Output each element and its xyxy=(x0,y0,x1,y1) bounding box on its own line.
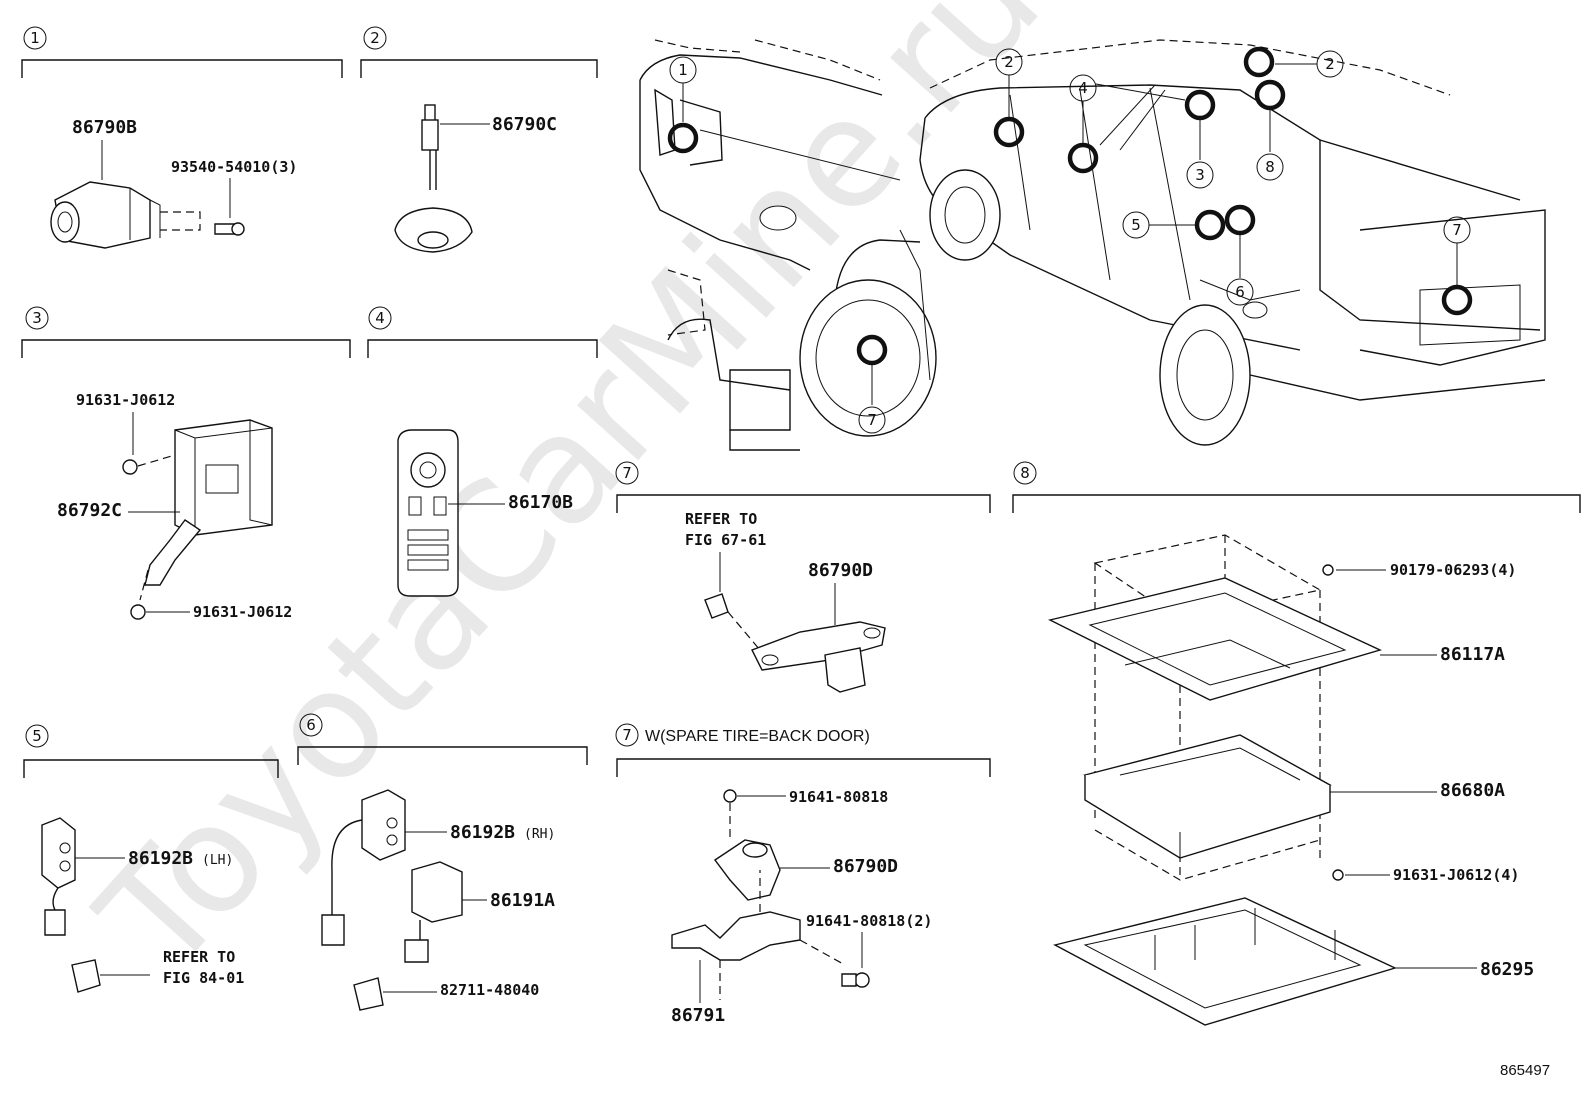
label-86790B: 86790B xyxy=(72,117,137,138)
section-1-number: 1 xyxy=(30,29,40,47)
label-91641-80818: 91641-80818 xyxy=(789,788,888,806)
label-86192B-LH: 86192B xyxy=(128,848,193,869)
label-86790D-bottom: 86790D xyxy=(833,856,898,877)
label-91631-J0612-4: 91631-J0612(4) xyxy=(1393,866,1519,884)
section-7: 7 REFER TO FIG 67-61 86790D xyxy=(615,461,991,693)
section-5: 5 86192B (LH) REFER TO FIG 84-01 xyxy=(23,724,279,993)
section-8-number: 8 xyxy=(1020,464,1030,482)
vehicle-callouts: 1 2 2 4 3 8 5 6 7 xyxy=(667,46,1473,434)
label-91631-J0612-top: 91631-J0612 xyxy=(76,391,175,409)
label-86191A: 86191A xyxy=(490,890,555,911)
section-7b-title: W(SPARE TIRE=BACK DOOR) xyxy=(645,728,870,745)
section-4: 4 86170B xyxy=(367,306,598,597)
section-2-number: 2 xyxy=(370,29,380,47)
callout-2-right: 2 xyxy=(1325,55,1335,73)
label-RH: (RH) xyxy=(524,827,555,842)
label-93540-54010: 93540-54010(3) xyxy=(171,158,297,176)
vehicle-rear-sketch xyxy=(919,39,1546,446)
vehicle-front-sketch xyxy=(639,39,937,451)
section-3-number: 3 xyxy=(32,309,42,327)
section-7b-number: 7 xyxy=(622,726,632,744)
section-6: 6 86192B (RH) 86191A 82711-48040 xyxy=(297,713,588,1011)
section-1: 1 86790B 93540-54010(3) xyxy=(21,26,343,249)
section-7-number: 7 xyxy=(622,464,632,482)
label-82711-48040: 82711-48040 xyxy=(440,981,539,999)
label-86295: 86295 xyxy=(1480,959,1534,980)
section-2: 2 86790C xyxy=(360,26,598,253)
label-86791: 86791 xyxy=(671,1005,725,1026)
label-86170B: 86170B xyxy=(508,492,573,513)
label-86790C: 86790C xyxy=(492,114,557,135)
refer-to-line1: REFER TO xyxy=(163,948,235,966)
label-LH: (LH) xyxy=(202,853,233,868)
callout-6: 6 xyxy=(1235,283,1245,301)
label-86117A: 86117A xyxy=(1440,644,1505,665)
label-86192B-RH: 86192B xyxy=(450,822,515,843)
callout-7-rear: 7 xyxy=(1452,221,1462,239)
callout-4: 4 xyxy=(1078,79,1088,97)
callout-3: 3 xyxy=(1195,166,1205,184)
callout-2-left: 2 xyxy=(1004,53,1014,71)
refer-to-line2: FIG 84-01 xyxy=(163,969,244,987)
section-8: 8 90179-06293(4) 86117A 86680A 91631-J06… xyxy=(1012,461,1581,1026)
callout-5: 5 xyxy=(1131,216,1141,234)
diagram-id: 865497 xyxy=(1500,1062,1550,1079)
section-5-number: 5 xyxy=(32,727,42,745)
label-86680A: 86680A xyxy=(1440,780,1505,801)
label-91631-J0612-bottom: 91631-J0612 xyxy=(193,603,292,621)
section-3: 3 91631-J0612 86792C 91631-J0612 xyxy=(21,306,351,621)
callout-1: 1 xyxy=(678,61,688,79)
label-91641-80818-2: 91641-80818(2) xyxy=(806,912,932,930)
section-6-number: 6 xyxy=(306,716,316,734)
section-7-back-door: 7 W(SPARE TIRE=BACK DOOR) 91641-80818 86… xyxy=(615,723,991,1026)
label-90179-06293: 90179-06293(4) xyxy=(1390,561,1516,579)
callout-7-spare: 7 xyxy=(867,411,877,429)
label-86790D-top: 86790D xyxy=(808,560,873,581)
section-4-number: 4 xyxy=(375,309,385,327)
label-86792C: 86792C xyxy=(57,500,122,521)
callout-8: 8 xyxy=(1265,158,1275,176)
refer-to-fig-67-line1: REFER TO xyxy=(685,510,757,528)
refer-to-fig-67-line2: FIG 67-61 xyxy=(685,531,766,549)
